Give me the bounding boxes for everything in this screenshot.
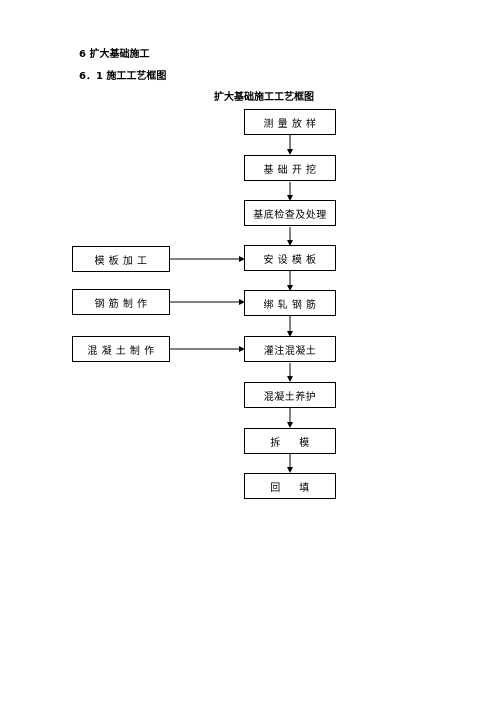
step-tie-rebar: 绑 轧 钢 筋 xyxy=(244,290,336,316)
step-pour-concrete: 灌注混凝土 xyxy=(244,336,336,362)
step-remove-formwork: 拆 模 xyxy=(244,428,336,454)
step-backfill: 回 填 xyxy=(244,473,336,499)
step-survey-setout: 测 量 放 样 xyxy=(244,109,336,135)
step-foundation-excavation: 基 础 开 挖 xyxy=(244,155,336,181)
step-concrete-curing: 混凝土养护 xyxy=(244,382,336,408)
input-rebar-fabrication: 钢 筋 制 作 xyxy=(72,289,170,315)
input-concrete-production: 混 凝 土 制 作 xyxy=(72,336,170,362)
subsection-heading: 6．1 施工工艺框图 xyxy=(79,71,167,82)
step-install-formwork: 安 设 模 板 xyxy=(244,245,336,271)
step-base-inspection: 基底检查及处理 xyxy=(244,200,336,226)
diagram-title: 扩大基础施工工艺框图 xyxy=(214,92,314,103)
section-heading: 6 扩大基础施工 xyxy=(79,49,150,60)
input-formwork-fabrication: 模 板 加 工 xyxy=(72,246,170,272)
